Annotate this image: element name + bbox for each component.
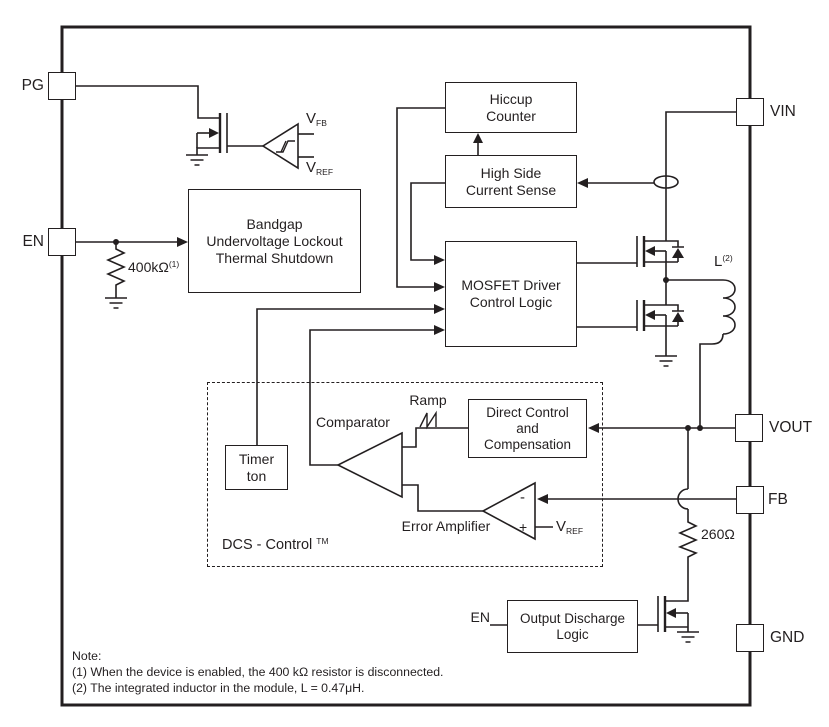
pin-vin xyxy=(736,98,764,126)
fb-resistor-label: 260Ω xyxy=(701,526,735,542)
inductor xyxy=(666,279,736,427)
pin-label-en: EN xyxy=(22,233,44,250)
block-bandgap: Bandgap Undervoltage Lockout Thermal Shu… xyxy=(188,189,361,293)
footnote-line1: (1) When the device is enabled, the 400 … xyxy=(72,664,444,679)
body-diode xyxy=(666,304,684,327)
ea-vref-label: VREF xyxy=(556,518,584,536)
ea-plus-sign: + xyxy=(519,519,528,535)
ramp-label: Ramp xyxy=(409,392,447,408)
discharge-en-label: EN xyxy=(470,609,490,625)
pin-label-fb: FB xyxy=(768,491,788,508)
ground-symbol xyxy=(105,297,127,309)
dcs-control-region xyxy=(207,382,603,567)
vout-wire xyxy=(588,423,735,433)
pin-fb xyxy=(736,486,764,514)
vin-rail xyxy=(665,111,736,241)
block-mosfet-driver: MOSFET Driver Control Logic xyxy=(445,241,577,347)
fb-wire xyxy=(537,494,736,504)
junction-dot xyxy=(697,425,703,431)
dcs-control-wires xyxy=(256,304,553,541)
block-high-side-current-sense: High Side Current Sense xyxy=(445,155,577,208)
inductor-label: L(2) xyxy=(714,253,733,270)
pin-label-gnd: GND xyxy=(770,629,805,646)
pg-mosfet xyxy=(76,85,263,166)
dcs-control-label: DCS - Control TM xyxy=(222,536,329,553)
ramp-icon xyxy=(419,410,437,430)
ground-symbol xyxy=(186,154,208,166)
comparator-label: Comparator xyxy=(316,414,390,430)
block-timer-ton: Timer ton xyxy=(225,445,288,490)
footnote-title: Note: xyxy=(72,649,102,663)
pin-vout xyxy=(735,414,763,442)
pin-label-pg: PG xyxy=(21,77,44,94)
fb-resistor xyxy=(665,509,698,602)
vfb-label: VFB xyxy=(306,110,327,128)
en-circuit xyxy=(76,237,188,309)
ground-symbol xyxy=(655,355,677,367)
main-comparator xyxy=(336,431,403,499)
chip-boundary xyxy=(60,25,752,707)
pin-gnd xyxy=(736,624,764,652)
footnote-line2: (2) The integrated inductor in the modul… xyxy=(72,680,365,695)
block-direct-control: Direct Control and Compensation xyxy=(468,399,587,458)
error-amplifier-triangle xyxy=(481,481,536,541)
en-resistor xyxy=(106,242,126,298)
body-diode xyxy=(666,240,684,263)
high-side-mosfet xyxy=(577,236,684,280)
pin-pg xyxy=(48,72,76,100)
error-amplifier-label: Error Amplifier xyxy=(401,518,491,534)
en-resistor-label: 400kΩ(1) xyxy=(128,259,180,275)
block-output-discharge: Output Discharge Logic xyxy=(507,600,638,653)
ground-symbol xyxy=(677,631,699,643)
pg-comparator xyxy=(261,122,314,170)
inductor-coil xyxy=(722,279,736,335)
ea-minus-sign: - xyxy=(520,489,525,506)
footnote: Note: (1) When the device is enabled, th… xyxy=(72,649,443,696)
protection-wires xyxy=(396,107,679,292)
pin-en xyxy=(48,228,76,256)
block-hiccup-counter: Hiccup Counter xyxy=(445,82,577,133)
pin-label-vout: VOUT xyxy=(769,419,813,436)
hysteresis-icon xyxy=(276,140,295,153)
pin-label-vin: VIN xyxy=(770,103,796,120)
vref-label: VREF xyxy=(306,159,334,177)
